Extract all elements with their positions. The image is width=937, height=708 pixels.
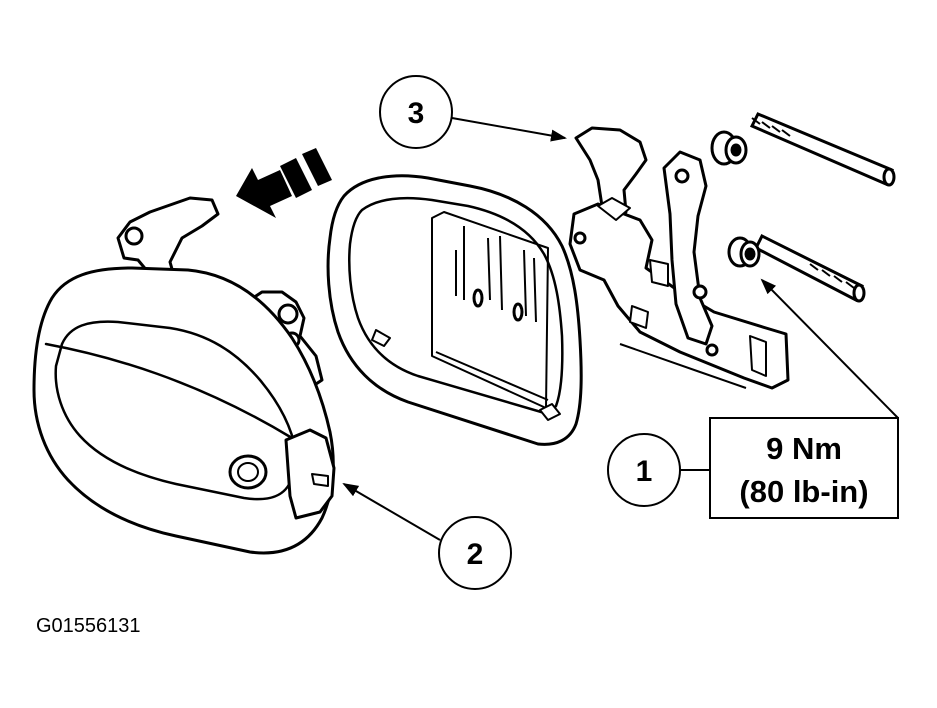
callout-2-label: 2 — [467, 538, 484, 571]
torque-value-imperial: (80 lb-in) — [739, 474, 868, 509]
callout-1-label: 1 — [636, 455, 653, 488]
callout-1: 1 — [607, 433, 681, 507]
mounting-studs — [749, 112, 896, 303]
handle-bracket — [568, 126, 790, 390]
removal-direction-arrow — [236, 148, 332, 218]
handle-housing — [326, 174, 583, 446]
callout-3: 3 — [379, 75, 453, 149]
torque-value-metric: 9 Nm — [766, 431, 842, 466]
callout-2: 2 — [438, 516, 512, 590]
figure-id: G01556131 — [36, 615, 141, 637]
retaining-nuts — [710, 130, 761, 268]
outside-door-handle — [32, 196, 336, 555]
callout-3-label: 3 — [408, 97, 425, 130]
torque-spec-box: 9 Nm (80 lb-in) — [709, 417, 899, 519]
